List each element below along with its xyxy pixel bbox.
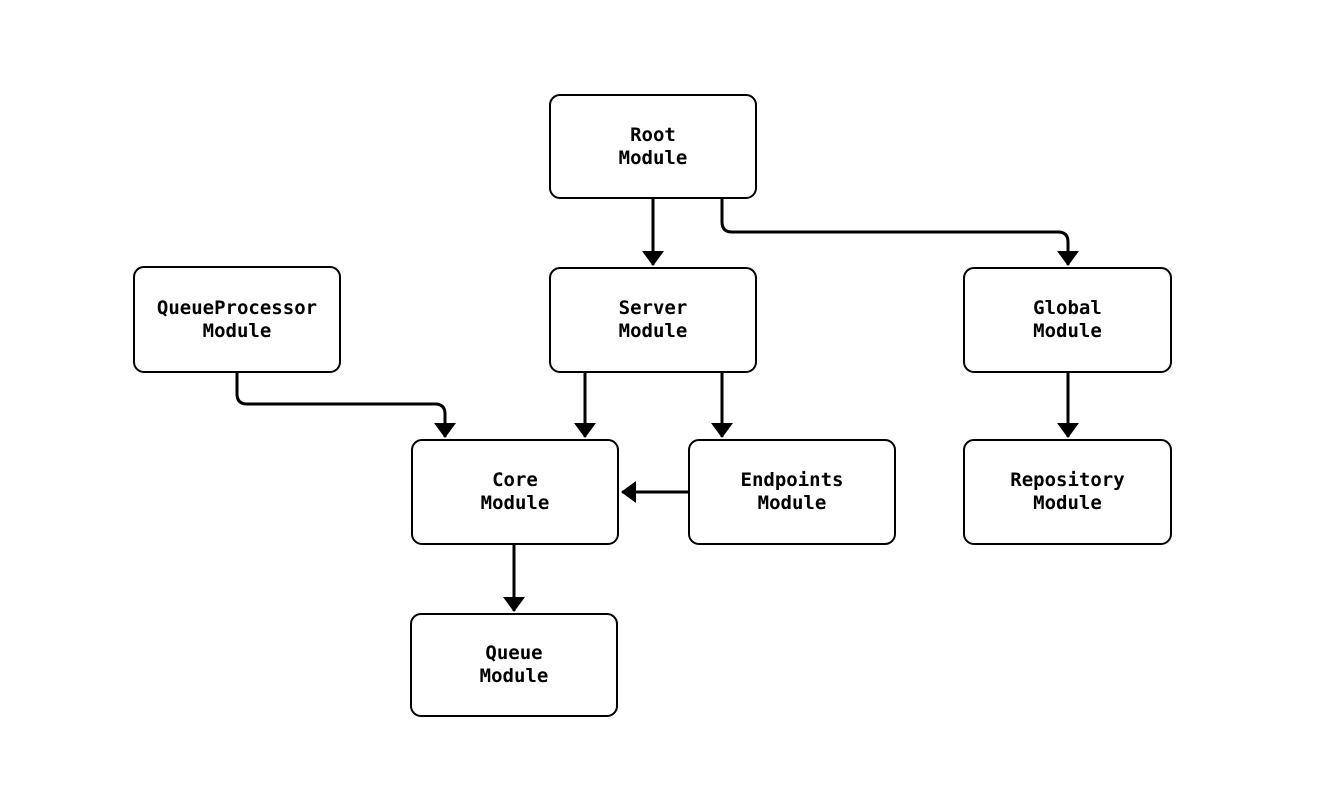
node-core-module: Core Module <box>411 439 619 545</box>
node-label: QueueProcessor Module <box>156 296 318 342</box>
node-label: Server Module <box>618 297 688 342</box>
node-label: Queue Module <box>479 642 549 687</box>
edge-arrow-root-to-global <box>720 199 1079 266</box>
node-queue-module: Queue Module <box>410 613 618 717</box>
node-endpoints-module: Endpoints Module <box>688 439 896 545</box>
node-label: Repository Module <box>1010 469 1125 514</box>
node-server-module: Server Module <box>549 267 757 373</box>
node-label: Global Module <box>1033 297 1102 342</box>
node-label: Core Module <box>480 469 550 514</box>
node-root-module: Root Module <box>549 94 757 199</box>
node-queueprocessor-module: QueueProcessor Module <box>133 266 341 373</box>
node-repository-module: Repository Module <box>963 439 1172 545</box>
node-label: Root Module <box>618 123 688 169</box>
edge-arrow-queueprocessor-to-core <box>235 373 456 438</box>
node-label: Endpoints Module <box>740 469 844 514</box>
node-global-module: Global Module <box>963 267 1172 373</box>
